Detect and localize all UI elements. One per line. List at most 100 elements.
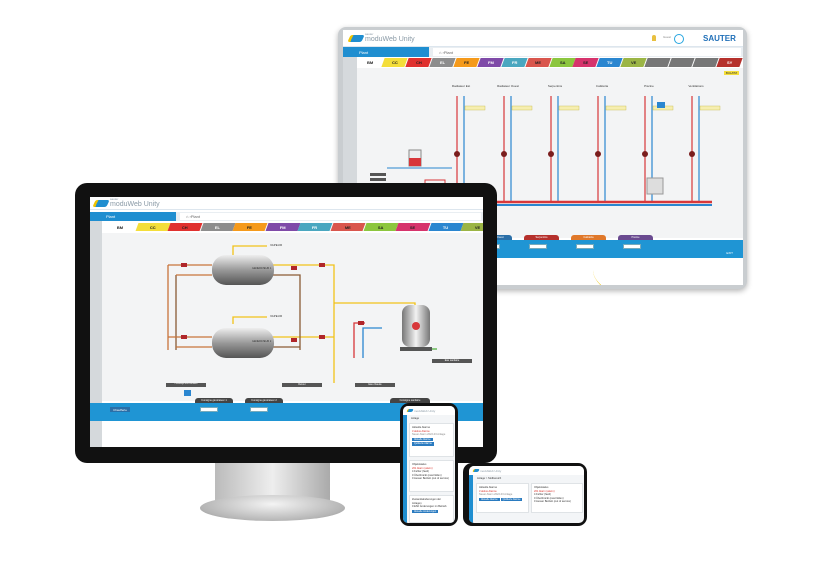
tab-fm[interactable]: FM	[265, 223, 300, 231]
tab-tu[interactable]: TU	[428, 223, 463, 231]
alarms-title: Aktuelle Alarme	[479, 486, 498, 489]
alarms-count: 3 aktive Alarme	[479, 489, 497, 493]
setpoint-field	[558, 105, 580, 111]
tab-label: VE	[475, 224, 481, 230]
plant-menu[interactable]: Plant	[90, 212, 176, 221]
tab-label: TU	[607, 60, 613, 65]
tab-blank-12[interactable]	[644, 58, 671, 67]
tab-ch[interactable]: CH	[405, 58, 432, 67]
generator-2	[212, 328, 274, 358]
footer-button[interactable]: Chaufferie	[110, 407, 130, 412]
label-return: Retour	[298, 383, 306, 386]
tab-bm[interactable]: BM	[102, 223, 138, 231]
valve-icon	[358, 321, 364, 325]
tab-fm[interactable]: FM	[477, 58, 504, 67]
alarm-bell-icon[interactable]	[652, 35, 656, 41]
brand-small: sauter	[110, 197, 119, 201]
acknowledged-button[interactable]: Quittierte Alarme	[412, 442, 434, 446]
tab-se[interactable]: SE	[572, 58, 600, 67]
tab-el[interactable]: EL	[429, 58, 456, 67]
tab-sa[interactable]: SA	[548, 58, 576, 67]
tab-fe[interactable]: FE	[232, 223, 268, 231]
user-avatar[interactable]	[674, 34, 684, 44]
tab-blank-13[interactable]	[668, 58, 695, 67]
tab-blank-14[interactable]	[692, 58, 719, 67]
tab-sy[interactable]: SY	[716, 58, 743, 67]
tab-cc[interactable]: CC	[135, 223, 170, 231]
status-overridden: 0 Überbrückt (overridden)	[534, 496, 564, 500]
circuit-label: Piscine	[644, 84, 654, 88]
steam-label-2: VAPEUR	[270, 314, 283, 318]
tag-badge: BUL/PM	[723, 71, 739, 75]
tab-label: CH	[415, 60, 422, 65]
label-sanitary-water: Eau sanitaire	[444, 359, 460, 362]
tab-cc[interactable]: CC	[381, 58, 408, 67]
nav-bar: Plant ⌂ › Plant	[343, 47, 743, 57]
pump-icon	[548, 151, 554, 157]
tab-el[interactable]: EL	[200, 223, 235, 231]
tab-fr[interactable]: FR	[297, 223, 333, 231]
status-card: Objektstatus 261 Alarm (alarm) 4 Fehler …	[531, 483, 583, 513]
tab-ve[interactable]: VE	[460, 223, 483, 231]
changes-title: Zustandsänderungen der Anlagen	[412, 498, 441, 505]
tab-tu[interactable]: TU	[596, 58, 623, 67]
phone-header: moduWeb Unity	[469, 466, 584, 475]
footer-value-field[interactable]	[200, 407, 218, 412]
tab-label: BM	[367, 60, 374, 65]
tab-bm[interactable]: BM	[357, 58, 384, 67]
tab-label: CC	[149, 224, 156, 230]
tab-label: FE	[247, 224, 253, 230]
heating-schematic	[370, 96, 721, 207]
footer-group-label: Consigne générateur 2	[245, 398, 283, 403]
left-sidebar	[90, 221, 102, 447]
breadcrumb[interactable]: ⌂ › Plant	[180, 213, 481, 220]
breadcrumb[interactable]: Anlage	[411, 417, 420, 420]
footer-value-field[interactable]	[250, 407, 268, 412]
tab-me[interactable]: ME	[330, 223, 365, 231]
nav-arrow-button	[184, 390, 191, 396]
tab-ch[interactable]: CH	[167, 223, 203, 231]
tab-label: VE	[631, 60, 637, 65]
plant-menu[interactable]: Plant	[343, 47, 429, 57]
status-fault: 4 Fehler (fault)	[412, 470, 429, 474]
phone-portrait: moduWeb Unity Anlage Aktuelle Alarme 3 a…	[400, 403, 458, 526]
status-title: Objektstatus	[412, 463, 427, 466]
changes-button[interactable]: Aktuelle Änderungen	[412, 509, 439, 514]
tab-fe[interactable]: FE	[453, 58, 480, 67]
tab-sa[interactable]: SA	[363, 223, 398, 231]
tab-label: SE	[410, 224, 416, 230]
footer-value-field[interactable]	[576, 244, 594, 249]
footer-value-field[interactable]	[529, 244, 547, 249]
tab-se[interactable]: SE	[395, 223, 431, 231]
status-out-of-service: 0 Ausser Betrieb (out of service)	[412, 477, 449, 481]
acknowledged-button[interactable]: Quittierte Alarme	[500, 497, 523, 502]
status-card: Objektstatus 261 Alarm (alarm) 4 Fehler …	[409, 460, 454, 492]
generator-1-label: GENERATEUR 1	[252, 267, 272, 270]
tab-fr[interactable]: FR	[500, 58, 528, 67]
generator-2-label: GENERATEUR 2	[252, 340, 272, 343]
valve-icon	[291, 338, 297, 342]
plant-label: Plant	[106, 214, 116, 219]
monitor-base	[200, 495, 345, 521]
tab-label: CH	[182, 224, 188, 230]
tab-me[interactable]: ME	[524, 58, 552, 67]
alarm-list-button[interactable]: Aktuelle Alarme	[479, 497, 500, 502]
tab-label: SY	[726, 60, 733, 65]
phone-sidebar	[403, 415, 407, 523]
breadcrumb[interactable]: Anlage > Südbereich	[477, 477, 502, 480]
breadcrumb-item: Plant	[443, 49, 453, 55]
tab-ve[interactable]: VE	[620, 58, 647, 67]
setpoint-field	[464, 105, 486, 111]
circuit-label: Serpentins	[547, 84, 563, 88]
tab-label: EL	[214, 224, 221, 230]
alarm-list-button[interactable]: Aktuelle Alarme	[412, 437, 433, 442]
heat-exchanger-icon	[646, 177, 664, 195]
tab-label: ME	[344, 224, 351, 230]
plant-diagram: VAPEUR VAPEUR GENERATEUR 1 GENERATEUR 2 …	[102, 233, 483, 401]
breadcrumb[interactable]: ⌂ › Plant	[433, 48, 741, 56]
